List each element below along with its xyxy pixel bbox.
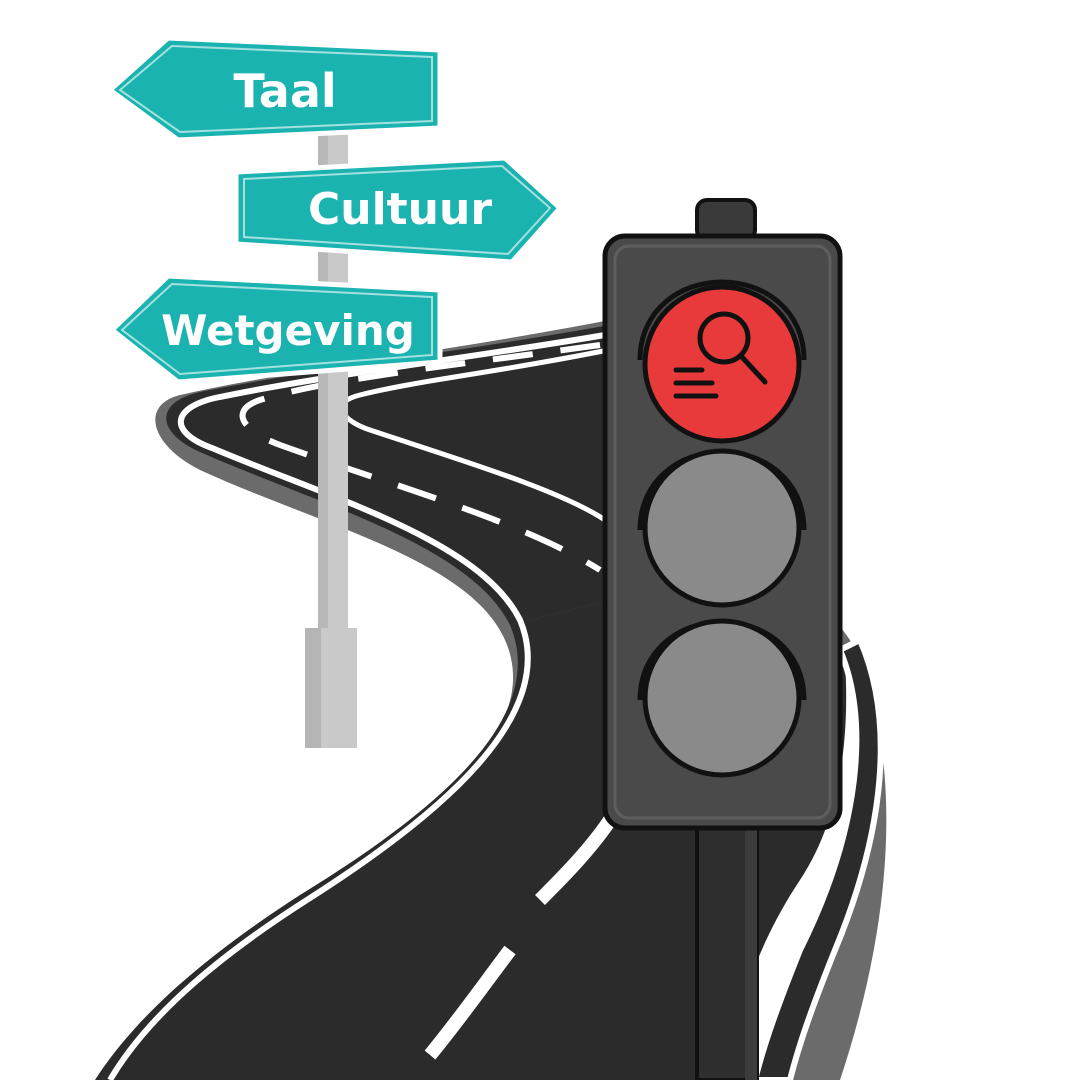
search-document-icon — [673, 311, 768, 399]
road-surface-upper — [166, 325, 610, 625]
sign-wetgeving: Wetgeving — [109, 273, 443, 385]
traffic-light-middle — [637, 448, 807, 608]
road-edge-line-left — [107, 332, 606, 1080]
signpost-pole-shade — [318, 120, 328, 640]
sign-cultuur: Cultuur — [233, 155, 563, 265]
traffic-light-bottom — [637, 618, 807, 778]
traffic-light — [602, 198, 843, 1080]
sign-taal: Taal — [107, 35, 443, 143]
sign-cultuur-label: Cultuur — [308, 184, 492, 235]
road-center-dashes-lower — [424, 816, 616, 1060]
sign-taal-label: Taal — [233, 64, 336, 118]
road-center-dashes — [239, 342, 602, 573]
signpost-base-shade — [305, 628, 321, 748]
traffic-light-top — [637, 279, 807, 444]
sign-wetgeving-label: Wetgeving — [161, 306, 415, 355]
signpost: Taal Cultuur Wetgeving — [107, 35, 563, 748]
